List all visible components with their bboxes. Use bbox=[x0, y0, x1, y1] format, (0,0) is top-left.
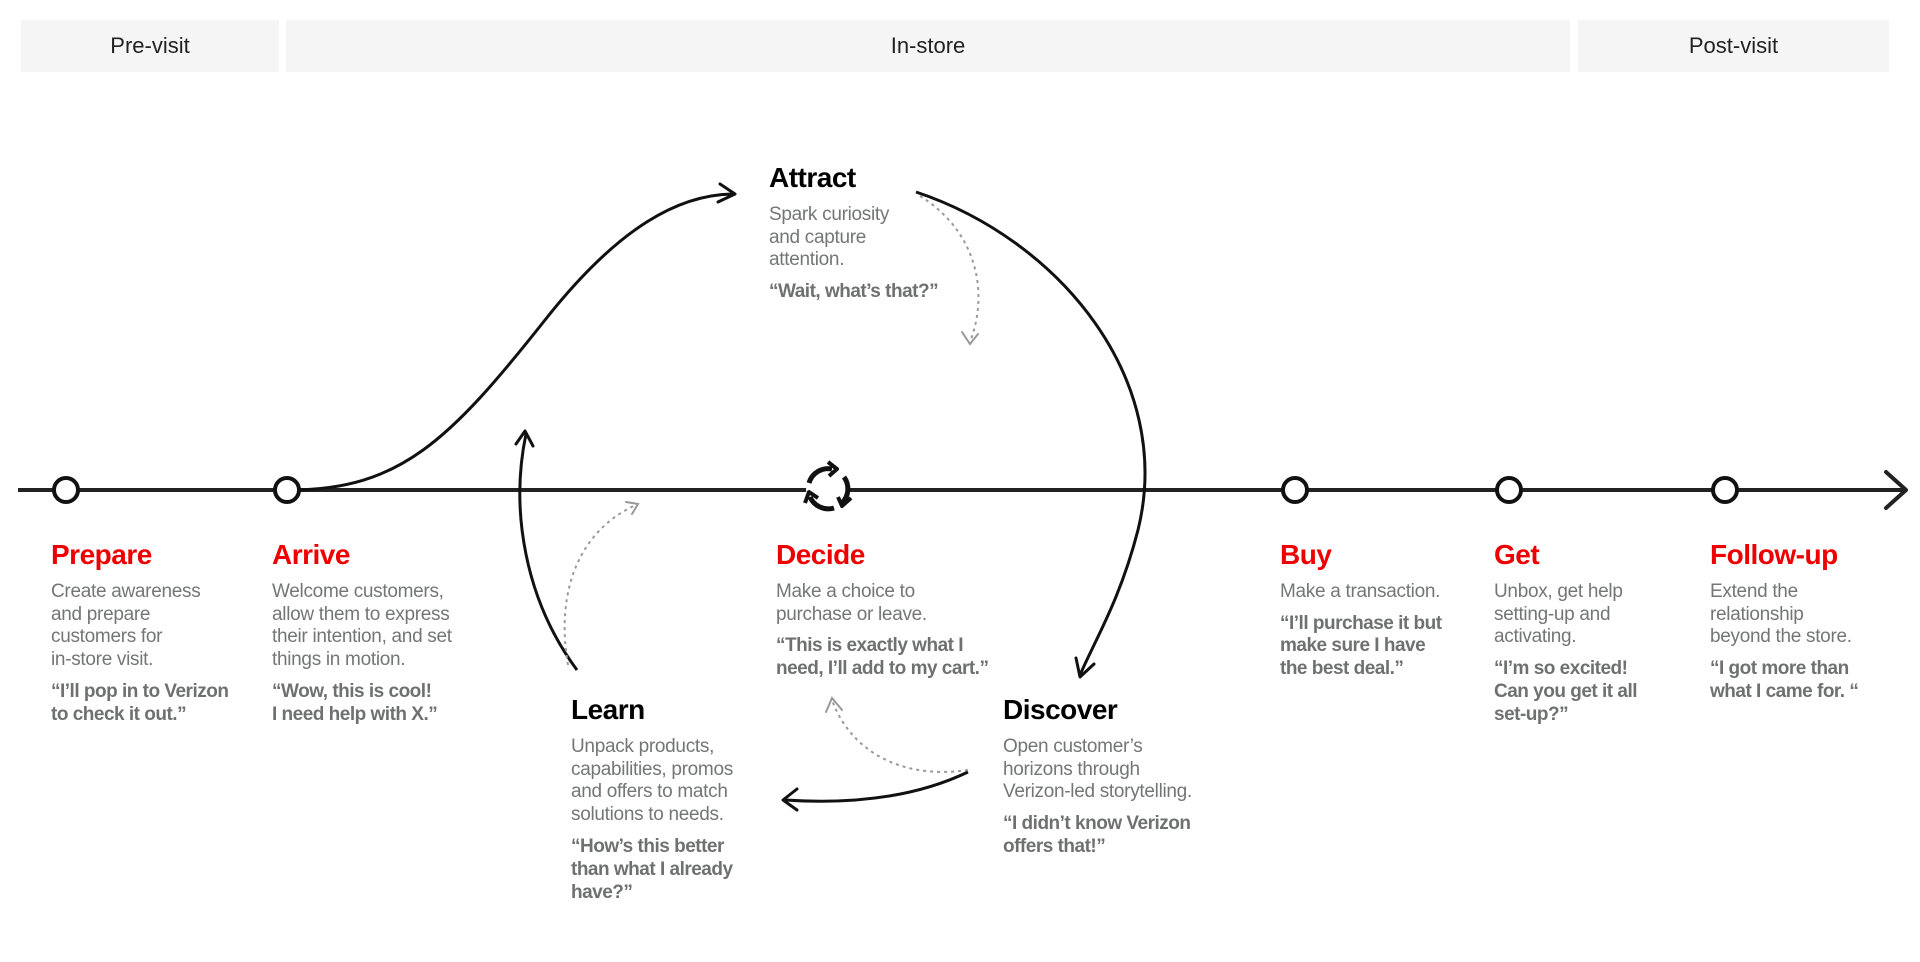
attract-to-discover-arrow bbox=[915, 190, 1147, 676]
arrow-head bbox=[825, 696, 843, 713]
stage-title: Decide bbox=[776, 539, 865, 570]
stage-quote: “Wait, what’s that?” bbox=[769, 281, 939, 303]
stage-title: Discover bbox=[1003, 694, 1118, 725]
stage-quote: “I got more than what I came for. “ bbox=[1710, 658, 1859, 702]
phase-in-store: In-store bbox=[286, 20, 1570, 72]
arrive-to-attract-arrow bbox=[289, 192, 733, 492]
stage-get: Get Unbox, get help setting-up and activ… bbox=[1494, 539, 1694, 727]
cycle-icon bbox=[803, 460, 853, 512]
node-get bbox=[1495, 476, 1523, 504]
stage-description: Make a transaction. bbox=[1280, 580, 1441, 602]
stage-title: Get bbox=[1494, 539, 1540, 570]
dotted-arrow-learn bbox=[563, 504, 637, 666]
stage-follow-up: Follow-up Extend the relationship beyond… bbox=[1710, 539, 1890, 704]
stage-quote: “I’ll purchase it but make sure I have t… bbox=[1280, 612, 1442, 680]
stage-title: Buy bbox=[1280, 539, 1332, 570]
stage-decide: Decide Make a choice to purchase or leav… bbox=[776, 539, 1016, 681]
phase-label: Post-visit bbox=[1688, 33, 1779, 58]
stage-quote: “I’ll pop in to Verizon to check it out.… bbox=[51, 680, 229, 725]
stage-title: Learn bbox=[571, 694, 645, 725]
learn-to-attract-arrow bbox=[518, 433, 579, 671]
stage-description: Create awareness and prepare customers f… bbox=[51, 580, 201, 671]
phase-post-visit: Post-visit bbox=[1578, 20, 1889, 72]
stage-description: Unpack products, capabilities, promos an… bbox=[571, 735, 733, 826]
arrow-head bbox=[961, 331, 979, 346]
dotted-arrow-discover bbox=[831, 699, 969, 773]
stage-title: Prepare bbox=[51, 539, 152, 570]
stage-quote: “How’s this better than what I already h… bbox=[571, 835, 733, 903]
node-prepare bbox=[52, 476, 80, 504]
node-follow-up bbox=[1711, 476, 1739, 504]
stage-description: Welcome customers, allow them to express… bbox=[272, 580, 452, 671]
stage-description: Extend the relationship beyond the store… bbox=[1710, 580, 1852, 648]
stage-arrive: Arrive Welcome customers, allow them to … bbox=[272, 539, 482, 727]
stage-description: Unbox, get help setting-up and activatin… bbox=[1494, 580, 1623, 648]
stage-description: Spark curiosity and capture attention. bbox=[769, 203, 890, 271]
stage-discover: Discover Open customer’s horizons throug… bbox=[1003, 694, 1223, 859]
node-buy bbox=[1281, 476, 1309, 504]
stage-prepare: Prepare Create awareness and prepare cus… bbox=[51, 539, 251, 727]
stage-title: Follow-up bbox=[1710, 539, 1838, 570]
stage-quote: “I didn’t know Verizon offers that!” bbox=[1003, 813, 1191, 857]
stage-quote: “I’m so excited! Can you get it all set-… bbox=[1494, 658, 1638, 725]
stage-buy: Buy Make a transaction. “I’ll purchase i… bbox=[1280, 539, 1480, 681]
stage-description: Make a choice to purchase or leave. bbox=[776, 580, 927, 625]
stage-quote: “Wow, this is cool! I need help with X.” bbox=[272, 680, 438, 725]
discover-to-learn-arrow bbox=[784, 770, 969, 803]
stage-title: Attract bbox=[769, 162, 856, 193]
stage-attract: Attract Spark curiosity and capture atte… bbox=[769, 162, 969, 304]
timeline-arrow-icon bbox=[1884, 470, 1908, 510]
arrow-head bbox=[625, 501, 640, 515]
stage-learn: Learn Unpack products, capabilities, pro… bbox=[571, 694, 771, 904]
stage-title: Arrive bbox=[272, 539, 350, 570]
stage-description: Open customer’s horizons through Verizon… bbox=[1003, 735, 1192, 803]
node-arrive bbox=[273, 476, 301, 504]
arrow-head bbox=[514, 429, 535, 448]
stage-quote: “This is exactly what I need, I’ll add t… bbox=[776, 635, 989, 680]
phase-label: Pre-visit bbox=[110, 33, 190, 58]
arrow-head bbox=[716, 182, 737, 204]
phase-pre-visit: Pre-visit bbox=[21, 20, 279, 72]
phase-label: In-store bbox=[890, 33, 966, 58]
arrow-head bbox=[1074, 656, 1096, 679]
arrow-head bbox=[781, 787, 799, 812]
dotted-arrow-attract bbox=[919, 195, 980, 343]
